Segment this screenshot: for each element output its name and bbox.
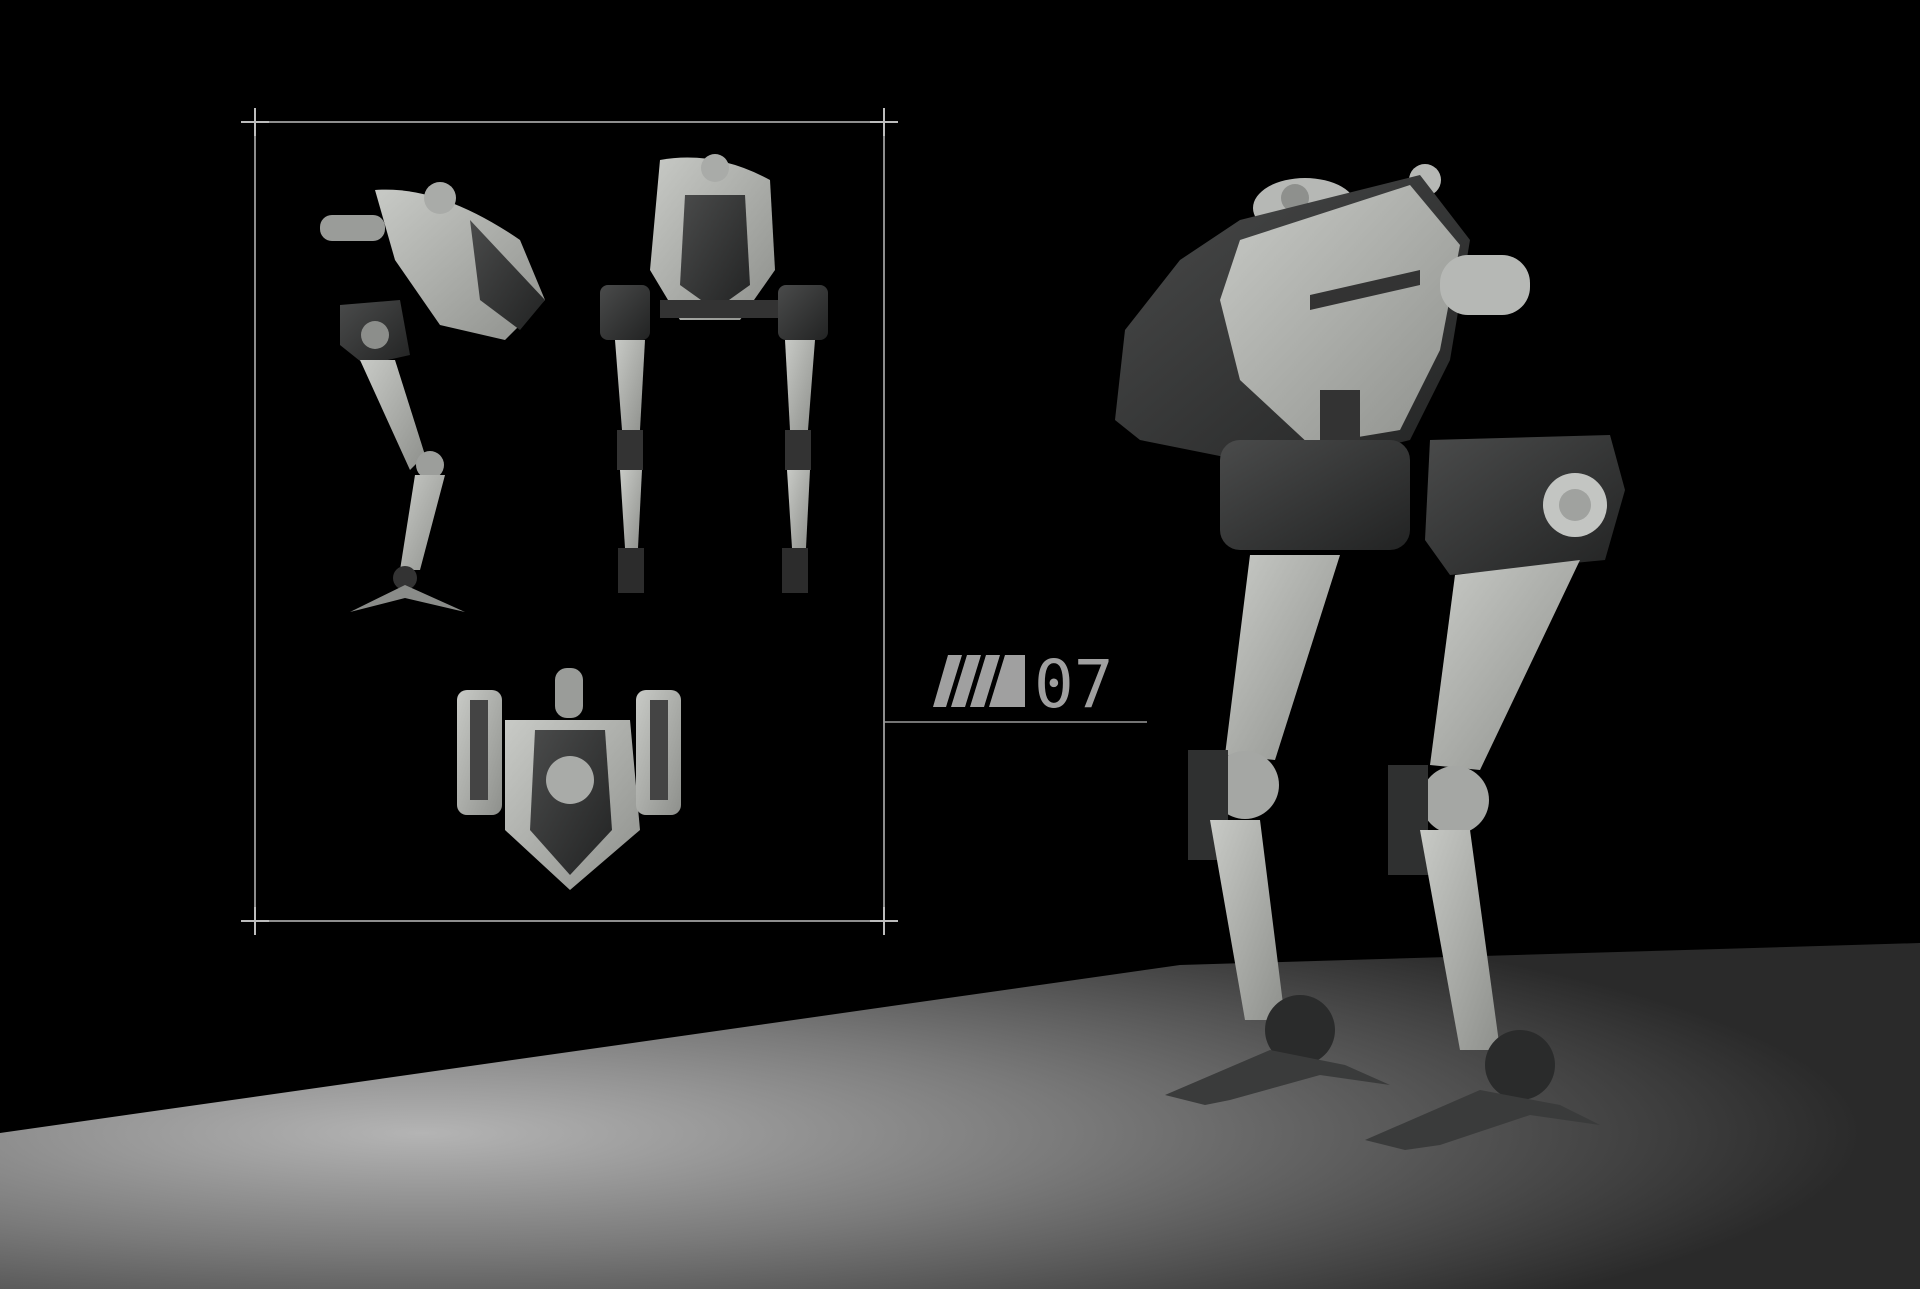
robot-side-view [320, 182, 545, 612]
model-number: 07 [1034, 646, 1113, 723]
stripes-icon [933, 655, 1025, 707]
robot-top-view [457, 668, 681, 890]
crosshair-icon [241, 108, 898, 935]
floor [0, 943, 1920, 1289]
robot-main-render [1115, 164, 1625, 1150]
robot-front-view [600, 154, 828, 593]
model-label: 07 [933, 646, 1113, 723]
blueprint-frame [241, 108, 1147, 935]
